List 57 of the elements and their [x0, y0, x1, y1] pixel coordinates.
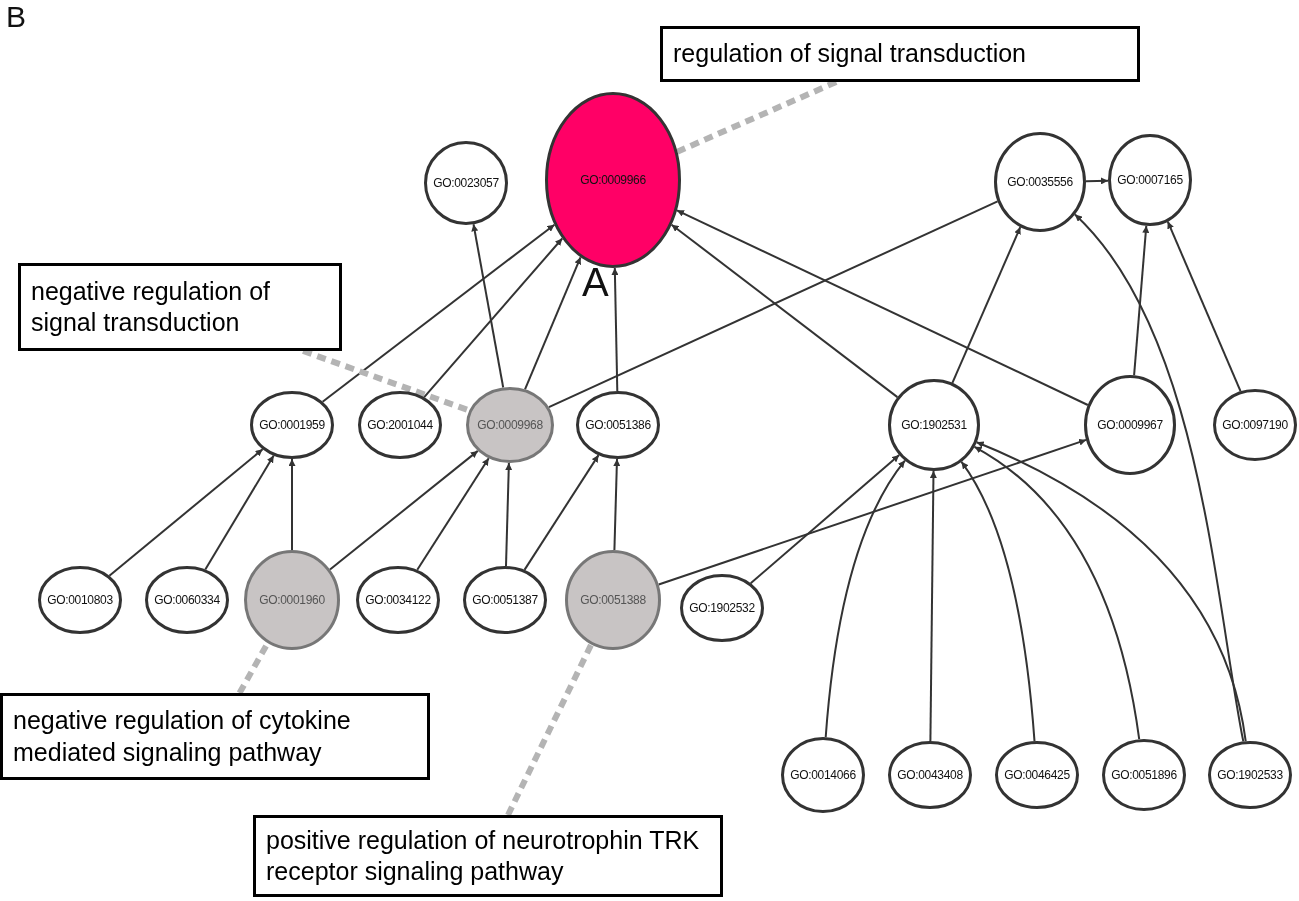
arrow — [749, 454, 901, 585]
term-circle: GO:0034122 — [356, 566, 440, 634]
arrow — [288, 458, 296, 551]
arrow — [670, 223, 899, 399]
term-circle: GO:0051388 — [565, 550, 661, 650]
arrow — [675, 209, 1089, 406]
arrow — [321, 223, 556, 403]
callout-box: positive regulation of neurotrophin TRK receptor signaling pathway — [253, 815, 723, 897]
term-circle: GO:1902532 — [680, 574, 764, 642]
term-circle: GO:0046425 — [995, 741, 1079, 809]
term-circle: GO:0051386 — [576, 391, 660, 459]
arrow — [108, 448, 264, 577]
term-circle: GO:0060334 — [145, 566, 229, 634]
connector-line — [547, 200, 999, 409]
arrow — [329, 449, 479, 571]
term-circle: GO:0014066 — [781, 737, 865, 813]
term-circle: GO:0097190 — [1213, 389, 1297, 461]
leader-line — [505, 643, 594, 817]
callout-box: negative regulation of cytokine mediated signaling pathway — [0, 693, 430, 780]
arrow — [471, 223, 505, 389]
arrow — [975, 441, 1247, 743]
term-circle: GO:0001959 — [250, 391, 334, 459]
term-circle: GO:0023057 — [424, 141, 508, 225]
arrow — [1085, 177, 1109, 185]
arrow — [505, 462, 513, 567]
arrow — [929, 470, 937, 742]
arrow — [1133, 224, 1150, 377]
arrow — [951, 226, 1022, 384]
term-circle: GO:0001960 — [244, 550, 340, 650]
arrow — [416, 457, 490, 571]
term-circle: GO:2001044 — [358, 391, 442, 459]
term-circle: GO:0009966 — [545, 92, 681, 268]
arrow — [824, 459, 906, 739]
term-circle: GO:0043408 — [888, 741, 972, 809]
term-circle: GO:0051387 — [463, 566, 547, 634]
term-circle: GO:1902533 — [1208, 741, 1292, 809]
arrow — [523, 454, 600, 571]
term-circle: GO:0010803 — [38, 566, 122, 634]
arrow — [423, 237, 564, 399]
arrow — [973, 445, 1141, 741]
term-circle: GO:0009968 — [466, 387, 554, 463]
arrow — [611, 267, 619, 392]
arrow — [1074, 213, 1245, 743]
arrow — [613, 458, 621, 551]
term-circle: GO:0051896 — [1102, 739, 1186, 811]
arrow — [524, 256, 582, 391]
panel-letter: B — [6, 2, 26, 32]
arrow — [1166, 220, 1242, 393]
callout-box: negative regulation of signal transduction — [18, 263, 342, 351]
callout-box: regulation of signal transduction — [660, 26, 1140, 82]
arrow — [960, 460, 1036, 743]
term-circle: GO:0035556 — [994, 132, 1086, 232]
term-circle: GO:0009967 — [1084, 375, 1176, 475]
term-circle: GO:0007165 — [1108, 134, 1192, 226]
arrow — [204, 454, 275, 571]
term-circle: GO:1902531 — [888, 379, 980, 471]
arrow — [657, 438, 1088, 586]
